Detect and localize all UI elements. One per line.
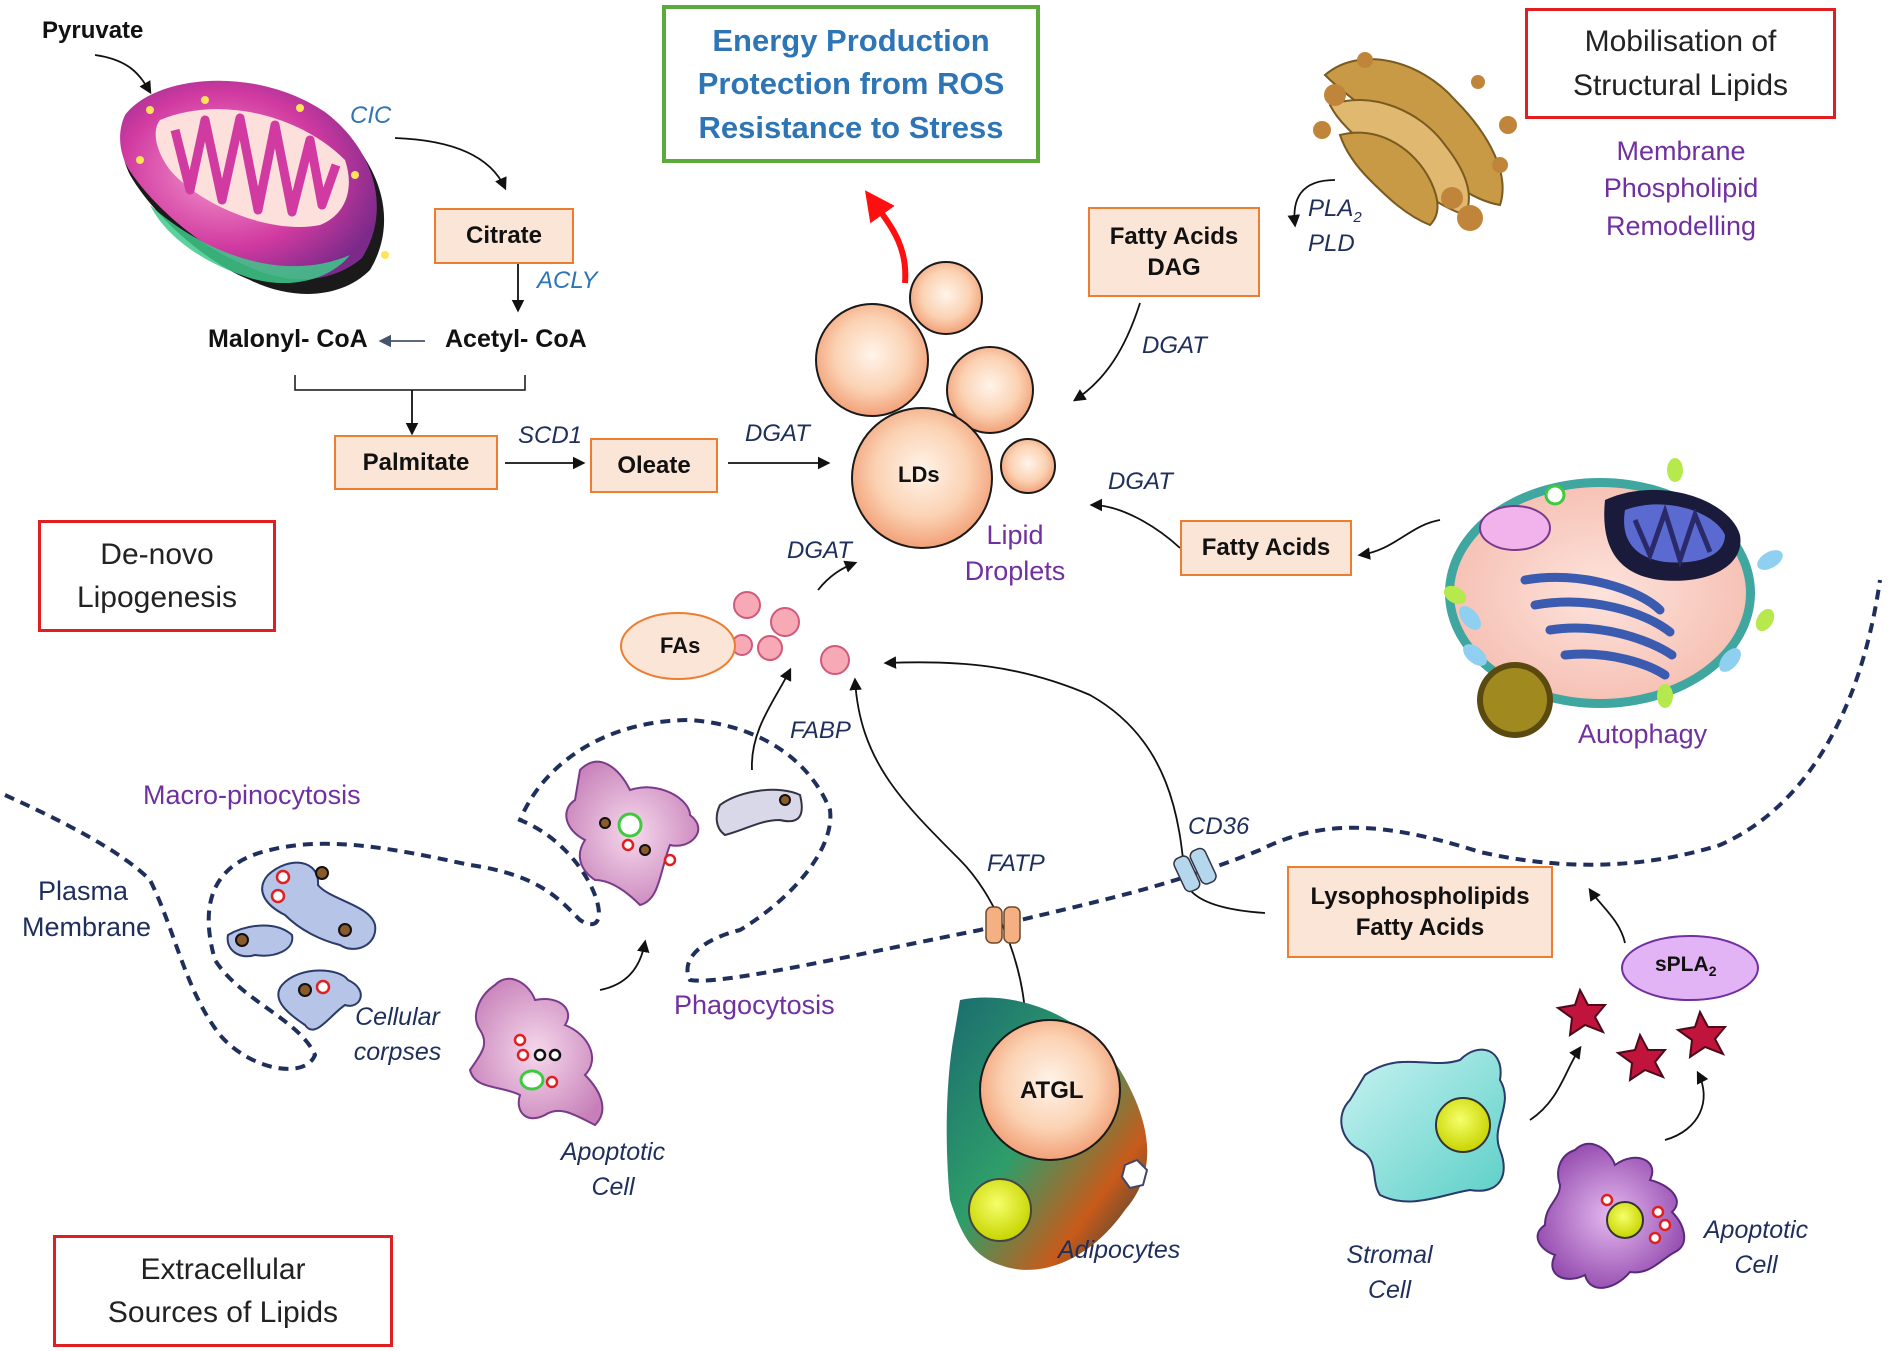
cellular-corpses-label: Cellular corpses (350, 1000, 445, 1070)
remodelling-line-3: Remodelling (1605, 210, 1757, 241)
fa-dag-line-2: DAG (1147, 254, 1201, 281)
adipocytes-label: Adipocytes (1058, 1236, 1181, 1264)
scd1-label: SCD1 (518, 422, 583, 449)
apoptotic-cell-right-label: Apoptotic Cell (1695, 1213, 1817, 1283)
engulfed-apoptotic-cell-icon (565, 760, 803, 907)
spla2-subscript: 2 (1708, 963, 1717, 980)
outcome-line-1: Energy Production (712, 22, 990, 58)
malonyl-coa-label: Malonyl- CoA (208, 325, 368, 353)
dgat-autophagy-label: DGAT (1108, 468, 1173, 495)
apoptotic-right-line-1: Apoptotic (1703, 1216, 1809, 1244)
lyso-line-2: Fatty Acids (1355, 914, 1485, 941)
spla2-label: sPLA2 (1655, 953, 1716, 979)
dgat-extracellular-label: DGAT (787, 537, 852, 564)
plasma-line-1: Plasma (37, 876, 129, 906)
macropinocytosis-label: Macro-pinocytosis (143, 780, 361, 810)
apoptotic-left-line-1: Apoptotic (560, 1138, 666, 1166)
dgat-structural-label: DGAT (1142, 332, 1207, 359)
corpses-line-2: corpses (353, 1038, 442, 1066)
lipid-droplets-cluster (815, 261, 1056, 549)
stromal-line-2: Cell (1367, 1276, 1412, 1304)
spla2-text: sPLA (1655, 953, 1709, 976)
pyruvate-label: Pyruvate (42, 17, 144, 44)
palmitate-box: Palmitate (334, 435, 498, 490)
mobilisation-box: Mobilisation of Structural Lipids (1525, 8, 1836, 119)
lipid-droplets-line-2: Droplets (964, 556, 1066, 587)
apoptotic-cell-right-icon (1536, 1142, 1686, 1289)
denovo-arrows (94, 54, 831, 470)
apoptotic-cell-left-label: Apoptotic Cell (553, 1135, 673, 1205)
stromal-line-1: Stromal (1346, 1241, 1433, 1269)
dgat-denovo-label: DGAT (745, 420, 810, 447)
autophagy-label: Autophagy (1578, 719, 1708, 749)
extracellular-line-1: Extracellular (140, 1252, 306, 1286)
plasma-membrane (4, 579, 1882, 1071)
cd36-transporter-icon (1173, 847, 1217, 893)
phagocytosis-label: Phagocytosis (674, 990, 835, 1020)
lds-center-label: LDs (898, 462, 940, 487)
pld-label: PLD (1308, 230, 1355, 257)
fas-ellipse (620, 612, 736, 680)
outcome-line-3: Resistance to Stress (698, 109, 1004, 145)
denovo-line-1: De-novo (100, 537, 214, 571)
fatty-acids-autophagy-box: Fatty Acids (1180, 520, 1352, 576)
mitochondrion-icon (120, 80, 389, 294)
lipid-droplets-line-1: Lipid (986, 520, 1044, 550)
fatp-label: FATP (987, 850, 1045, 877)
plasma-membrane-label: Plasma Membrane (22, 873, 151, 946)
citrate-box: Citrate (434, 208, 574, 264)
spla2-stars-icon (1555, 987, 1728, 1083)
denovo-line-2: Lipogenesis (76, 581, 238, 614)
acetyl-coa-label: Acetyl- CoA (445, 325, 587, 353)
fatp-transporter-icon (985, 906, 1021, 944)
atgl-label: ATGL (1020, 1077, 1084, 1104)
extracellular-line-2: Sources of Lipids (107, 1296, 339, 1329)
outcome-line-2: Protection from ROS (697, 66, 1005, 102)
oleate-box: Oleate (590, 438, 718, 493)
acly-label: ACLY (537, 267, 598, 294)
cellular-corpses-icon (226, 861, 377, 1031)
apoptotic-cell-left-icon (468, 977, 604, 1127)
stromal-cell-label: Stromal Cell (1337, 1238, 1442, 1308)
adipocyte-icon (946, 997, 1149, 1270)
pla2-text: PLA (1308, 195, 1354, 222)
fatty-acid-particles (731, 591, 850, 675)
fabp-label: FABP (790, 717, 851, 744)
apoptotic-right-line-2: Cell (1734, 1251, 1778, 1279)
fa-dag-line-1: Fatty Acids (1109, 222, 1239, 250)
output-arrow (864, 190, 909, 284)
stromal-cell-icon (1340, 1048, 1506, 1203)
mobilisation-line-1: Mobilisation of (1584, 25, 1777, 58)
spla2-ellipse (1621, 935, 1759, 1001)
lipid-droplets-label: Lipid Droplets (960, 517, 1070, 590)
membrane-remodelling-label: Membrane Phospholipid Remodelling (1576, 133, 1786, 245)
extracellular-arrows (599, 560, 1709, 1141)
plasma-line-2: Membrane (22, 912, 152, 943)
golgi-icon (1313, 52, 1517, 231)
cd36-label: CD36 (1188, 813, 1250, 840)
fas-label: FAs (660, 633, 701, 658)
corpses-line-1: Cellular (355, 1003, 440, 1031)
remodelling-line-1: Membrane (1616, 136, 1746, 166)
pla2-label: PLA2 (1308, 195, 1362, 226)
mobilisation-line-2: Structural Lipids (1572, 68, 1789, 102)
lyso-line-1: Lysophospholipids (1310, 882, 1530, 910)
cic-label: CIC (350, 102, 392, 129)
pla2-subscript: 2 (1353, 208, 1362, 226)
autophagy-cell-icon (1443, 458, 1783, 738)
outcome-box: Energy Production Protection from ROS Re… (662, 5, 1040, 163)
structural-arrows (1072, 179, 1441, 560)
remodelling-line-2: Phospholipid (1603, 173, 1759, 204)
apoptotic-left-line-2: Cell (591, 1173, 635, 1201)
